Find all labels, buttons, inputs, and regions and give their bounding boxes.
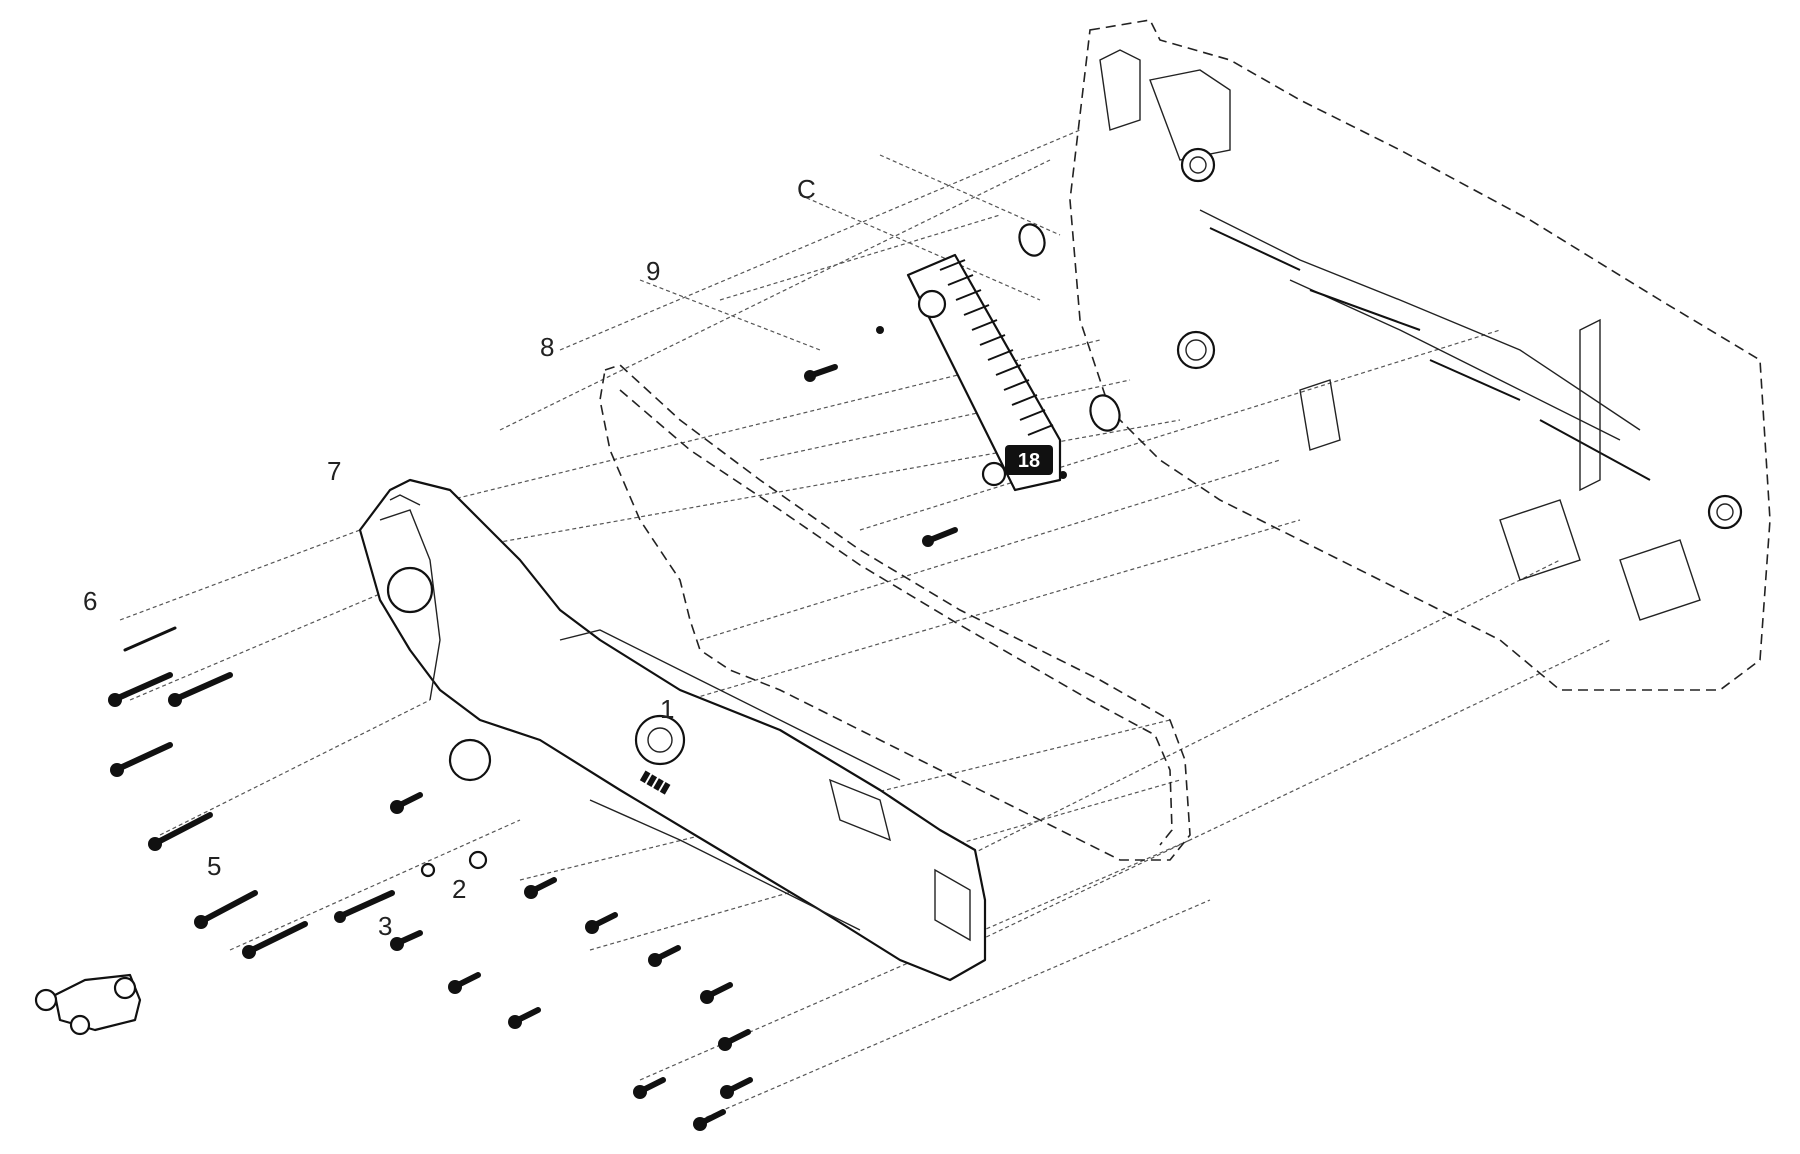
callout-8: 8 [540, 332, 554, 362]
bolt [508, 1007, 541, 1029]
callout-3: 3 [378, 911, 392, 941]
stud-6 [123, 626, 177, 652]
callout-5: 5 [207, 851, 221, 881]
callout-18: 18 [1018, 450, 1040, 472]
callout-18-badge [1005, 445, 1053, 475]
stud [334, 890, 395, 923]
cooler-bolts [804, 326, 1067, 547]
callout-7: 7 [327, 456, 341, 486]
callout-C: C [797, 174, 816, 204]
washer [420, 862, 436, 878]
bolt [585, 912, 618, 934]
cylinder-head-rail [1209, 227, 1651, 481]
plug [468, 850, 488, 870]
bolt [110, 742, 173, 777]
bolt [108, 672, 173, 707]
cover-gasket [599, 364, 1191, 861]
engine-block [1069, 19, 1771, 691]
bolt [448, 972, 481, 994]
oil-cooler-element: 18 [906, 253, 1062, 492]
callout-9: 9 [646, 256, 660, 286]
bolt [693, 1109, 726, 1131]
callout-6: 6 [83, 586, 97, 616]
bolt [718, 1029, 751, 1051]
bolt [633, 1077, 666, 1099]
valve-assembly [34, 973, 142, 1036]
bolt [700, 982, 733, 1004]
o-rings [1018, 223, 1121, 432]
callout-1: 1 [660, 694, 674, 724]
bolt [524, 877, 557, 899]
callout-labels: C 9 8 7 6 5 3 2 1 [83, 174, 816, 941]
oil-cooler-cover-plate: ▮▮▮▮ [358, 478, 987, 982]
bolt [720, 1077, 753, 1099]
cover-bolts [108, 626, 753, 1131]
bolt [390, 792, 423, 814]
bolt [648, 945, 681, 967]
bolt [194, 890, 258, 929]
cooler-fins [939, 259, 1054, 436]
explosion-leader-lines [119, 129, 1611, 1121]
bolt [168, 672, 233, 707]
bolt [242, 921, 308, 959]
bolt [148, 812, 213, 851]
bolt [390, 930, 423, 951]
callout-2: 2 [452, 874, 466, 904]
